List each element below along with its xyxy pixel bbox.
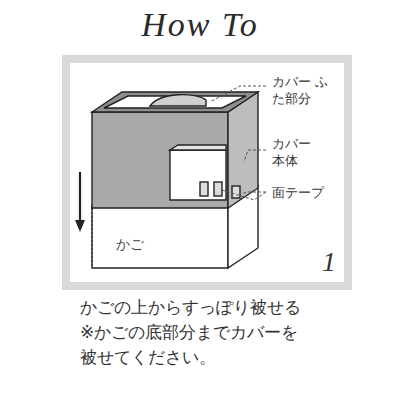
part-label: 面テープ: [272, 184, 324, 202]
part-label: カバー 本体: [272, 136, 324, 170]
panel-frame: [62, 55, 352, 290]
part-label: カバー ふた部分: [272, 74, 332, 108]
leader-lines: [210, 86, 266, 200]
part-label: かご: [116, 236, 144, 254]
title: How To: [0, 6, 400, 44]
down-arrow: [75, 172, 85, 232]
cover: [92, 92, 258, 208]
step-number: 1: [322, 246, 336, 278]
note: ※かごの底部分までカバーを 被せてください。: [80, 320, 311, 369]
panel-ground: [70, 63, 344, 282]
caption: かごの上からすっぽり被せる: [80, 296, 301, 319]
